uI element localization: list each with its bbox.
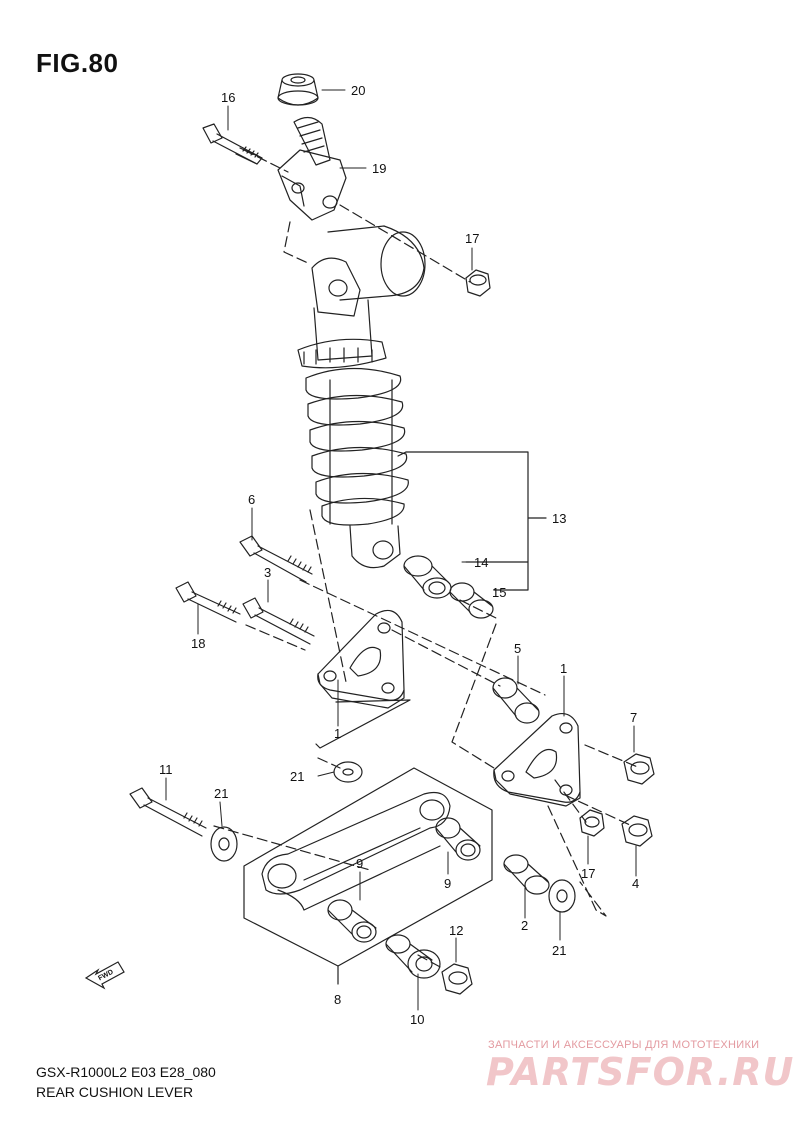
callout-10: 10 bbox=[410, 1012, 424, 1027]
callout-11: 11 bbox=[159, 762, 173, 777]
part-4-nut bbox=[621, 815, 653, 847]
callout-14: 14 bbox=[474, 555, 488, 570]
part-15-spacer bbox=[449, 582, 494, 619]
part-14-bearing bbox=[403, 555, 452, 599]
callout-8: 8 bbox=[334, 992, 341, 1007]
assembly-guide-lines-right bbox=[309, 509, 607, 917]
part-1-lever-plate-left bbox=[315, 609, 411, 749]
callout-17-lower: 17 bbox=[581, 866, 595, 881]
part-6-bolt bbox=[239, 535, 313, 583]
part-10-spacer bbox=[385, 934, 441, 979]
callout-numbers: 20 16 19 17 13 14 15 6 3 18 5 1 1 7 21 1… bbox=[159, 83, 639, 1027]
part-12-nut bbox=[441, 963, 473, 995]
watermark-tagline: ЗАПЧАСТИ И АКСЕССУАРЫ ДЛЯ МОТОТЕХНИКИ bbox=[488, 1039, 760, 1051]
callout-13: 13 bbox=[552, 511, 566, 526]
watermark-logo: PARTSFOR.RU bbox=[486, 1050, 795, 1094]
part-5-spacer bbox=[492, 677, 540, 724]
part-17-nut-lower bbox=[579, 809, 605, 837]
part-16-bolt bbox=[202, 123, 263, 165]
callout-bracket-13 bbox=[397, 451, 547, 591]
part-11-bolt bbox=[129, 787, 207, 837]
callout-7: 7 bbox=[630, 710, 637, 725]
callout-16: 16 bbox=[221, 90, 235, 105]
callout-12: 12 bbox=[449, 923, 463, 938]
part-7-nut bbox=[623, 753, 655, 785]
callout-21-right: 21 bbox=[552, 943, 566, 958]
figure-title: FIG.80 bbox=[36, 48, 119, 78]
page-caption: REAR CUSHION LEVER bbox=[36, 1084, 194, 1100]
part-21-washer-right bbox=[548, 879, 576, 913]
part-9-bearing-lower bbox=[327, 899, 377, 943]
callout-9-upper: 9 bbox=[444, 876, 451, 891]
part-20-bushing bbox=[277, 73, 319, 106]
callout-15: 15 bbox=[492, 585, 506, 600]
part-8-cushion-rod bbox=[243, 767, 493, 985]
callout-1-right: 1 bbox=[560, 661, 567, 676]
part-19-upper-bracket bbox=[277, 116, 347, 221]
fwd-arrow-icon: FWD bbox=[84, 961, 125, 990]
part-3-bolt bbox=[242, 597, 315, 645]
callout-6: 6 bbox=[248, 492, 255, 507]
part-21-washer-upper bbox=[333, 761, 363, 783]
callout-21-upper: 21 bbox=[290, 769, 304, 784]
callout-20: 20 bbox=[351, 83, 365, 98]
callout-2: 2 bbox=[521, 918, 528, 933]
callout-19: 19 bbox=[372, 161, 386, 176]
part-1-lever-plate-right bbox=[493, 713, 581, 807]
model-code: GSX-R1000L2 E03 E28_080 bbox=[36, 1064, 216, 1080]
part-13-shock-absorber bbox=[297, 225, 426, 569]
callout-1-left: 1 bbox=[334, 726, 341, 741]
callout-18: 18 bbox=[191, 636, 205, 651]
callout-3: 3 bbox=[264, 565, 271, 580]
leader-lines bbox=[165, 89, 637, 1011]
callout-5: 5 bbox=[514, 641, 521, 656]
part-2-spacer bbox=[503, 854, 550, 895]
part-21-washer-left bbox=[210, 826, 238, 862]
callout-9-lower: 9 bbox=[356, 856, 363, 871]
part-18-bolt bbox=[175, 581, 241, 623]
part-9-bearing-upper bbox=[435, 817, 481, 861]
part-17-nut-upper bbox=[465, 269, 491, 297]
callout-4: 4 bbox=[632, 876, 639, 891]
callout-21-left: 21 bbox=[214, 786, 228, 801]
callout-17-upper: 17 bbox=[465, 231, 479, 246]
